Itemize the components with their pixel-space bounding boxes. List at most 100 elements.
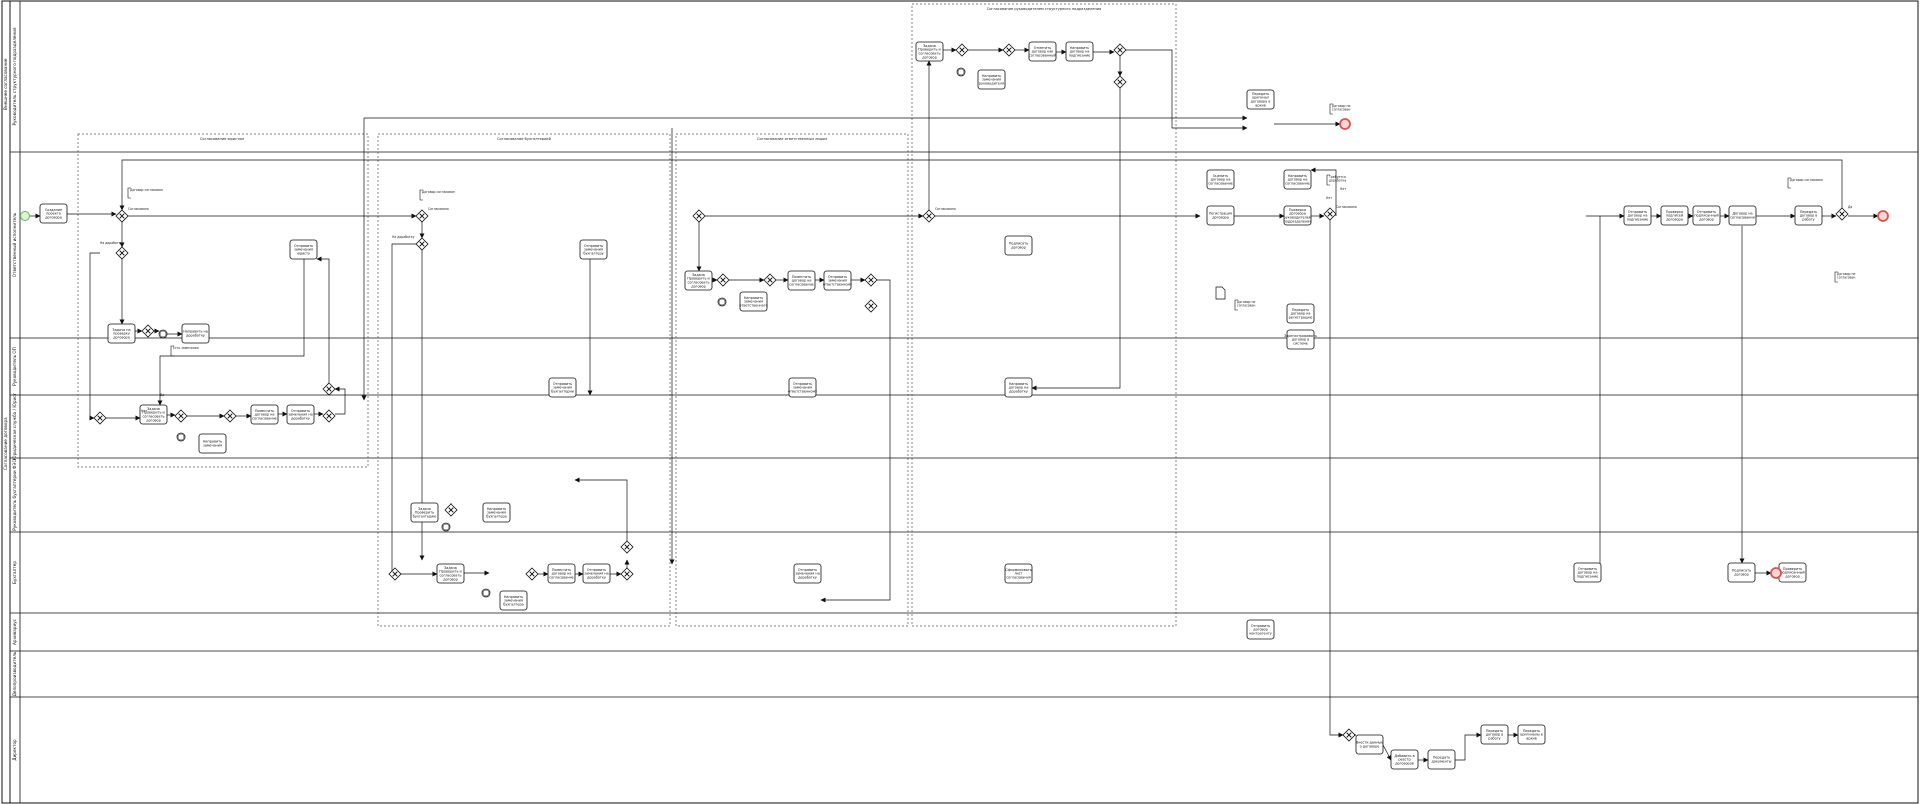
task-label: реестр: [1398, 758, 1410, 762]
task-label: Проверка: [1289, 208, 1306, 212]
task-label: работу: [1488, 736, 1500, 740]
task-shape: [823, 270, 852, 291]
task-label: замечания: [828, 279, 847, 283]
timer-event: [481, 588, 491, 598]
lane-title-l6: Архивариус: [12, 618, 17, 645]
task-label: договор на: [1291, 312, 1311, 316]
task-label: Отправить: [1251, 624, 1270, 628]
task-label: Создание: [45, 208, 62, 212]
flow-label: Согласовано: [428, 207, 449, 211]
sequence-flow: [820, 279, 891, 603]
task-label: Договор на: [1732, 212, 1752, 216]
task-label: Отправить: [553, 382, 572, 386]
task-label: доработку: [798, 575, 817, 579]
group-jurist: [77, 133, 369, 468]
task-label: договора: [45, 215, 62, 219]
task-label: оригиналы в: [1520, 733, 1543, 737]
task-label: договора: [1289, 212, 1306, 216]
exclusive-gateway: [620, 567, 634, 581]
task-t-boss1[interactable]: Проверкадоговораруководителемподразделен…: [1283, 205, 1312, 226]
task-label: договор: [443, 577, 458, 581]
sequence-flow: [1329, 220, 1344, 738]
svg-text:согласован: согласован: [1332, 108, 1350, 112]
task-label: согласовать: [440, 574, 462, 578]
task-label: подписание: [1627, 217, 1649, 221]
task-shape: [1573, 562, 1602, 583]
svg-text:Договор согласован: Договор согласован: [1790, 178, 1823, 182]
task-shape: [1004, 235, 1033, 256]
task-label: Поместить: [255, 409, 274, 413]
task-label: Передать: [1523, 729, 1540, 733]
task-label: подписание: [1069, 53, 1091, 57]
task-label: Отправить: [1697, 210, 1716, 214]
task-shape: [548, 377, 577, 398]
task-label: согласование: [252, 416, 277, 420]
task-shape: [286, 404, 315, 425]
task-shape: [1283, 205, 1312, 226]
lanes: Руководитель структурного подразделенияО…: [9, 1, 1918, 804]
task-shape: [1728, 205, 1757, 226]
task-label: Внести данные: [1356, 741, 1383, 745]
task-label: Отправить: [1578, 567, 1597, 571]
task-label: системе: [1293, 341, 1308, 345]
task-label: договор в: [1292, 338, 1310, 342]
task-label: согласования: [1006, 575, 1030, 579]
task-shape: [1286, 303, 1315, 324]
task-label: замечания: [793, 386, 812, 390]
task-label: договор: [146, 418, 161, 422]
task-shape: [1517, 724, 1546, 745]
task-label: согласование: [1208, 181, 1233, 185]
